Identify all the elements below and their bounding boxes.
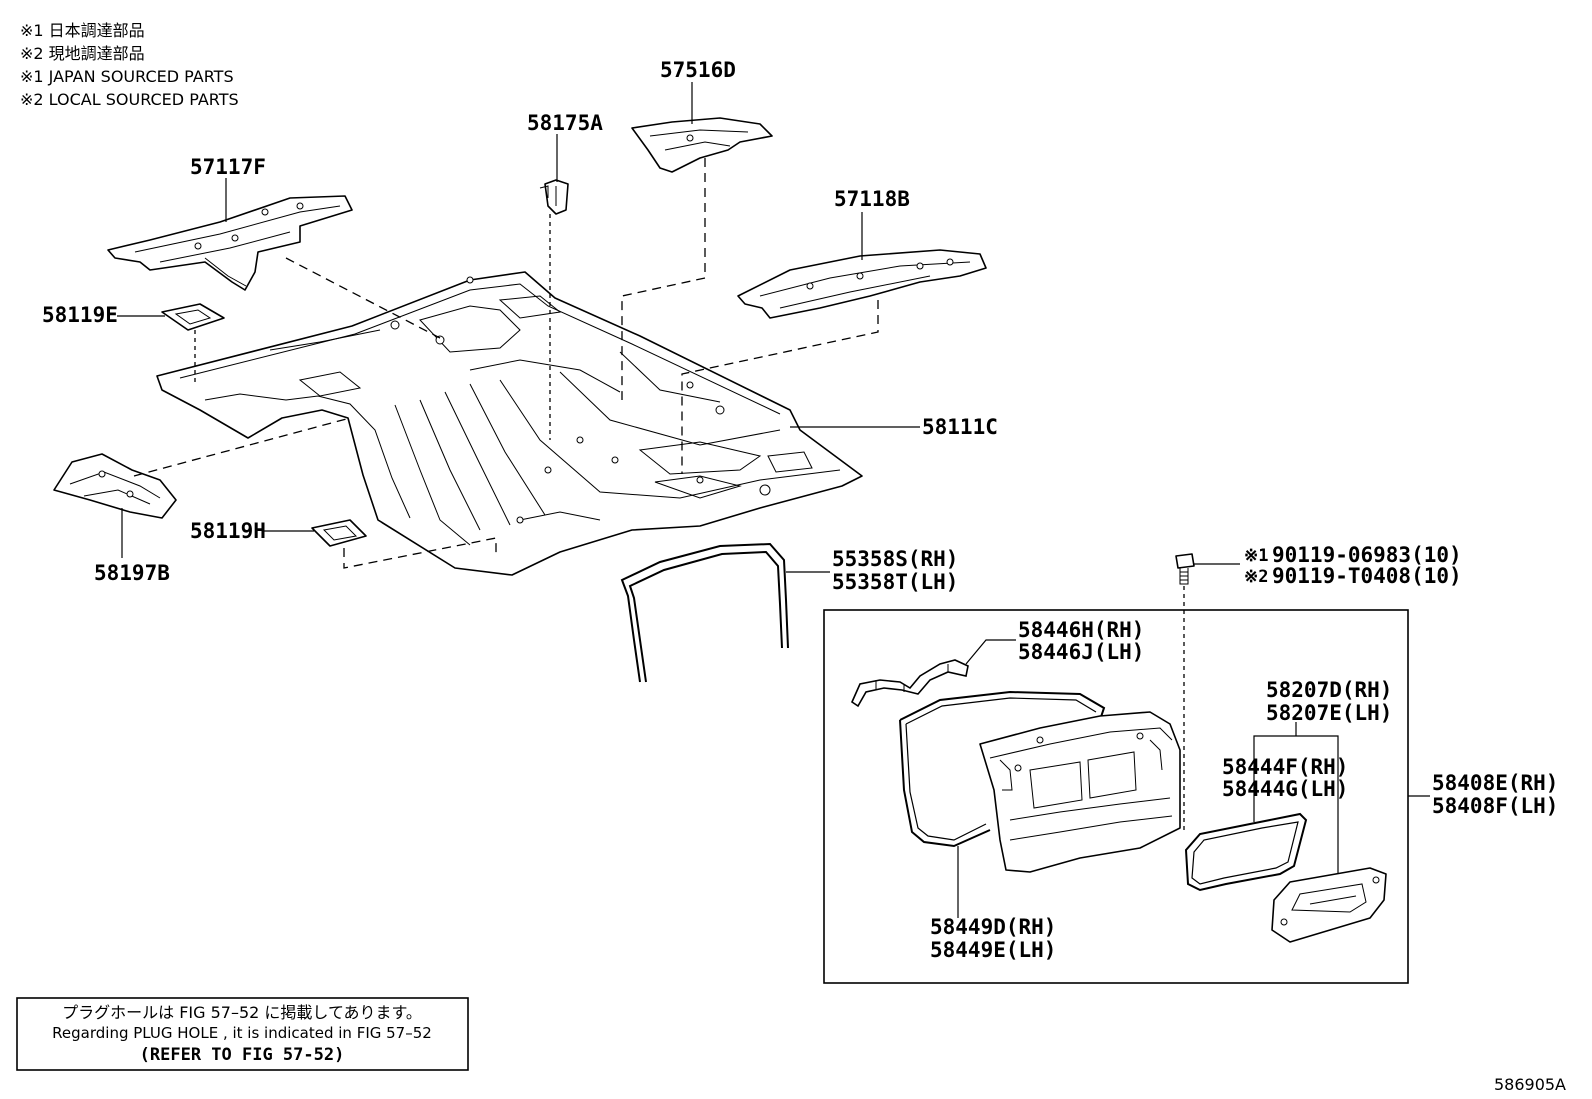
plug-note-refer: (REFER TO FIG 57-52) <box>140 1045 345 1065</box>
label-58444f: 58444F(RH) <box>1222 755 1348 779</box>
label-58449e: 58449E(LH) <box>930 938 1056 962</box>
label-57118b: 57118B <box>834 187 910 211</box>
floor-pan-58111c <box>156 271 863 576</box>
label-58207e: 58207E(LH) <box>1266 701 1392 725</box>
label-55358s: 55358S(RH) <box>832 547 958 571</box>
crossmember-57118b <box>737 249 987 319</box>
label-58111c: 58111C <box>922 415 998 439</box>
label-55358t: 55358T(LH) <box>832 570 958 594</box>
label-bolt-2: 90119-T0408(10) <box>1272 564 1462 588</box>
handle-tray <box>1271 867 1387 943</box>
legend-local-en: ※2 LOCAL SOURCED PARTS <box>20 90 239 109</box>
weatherstrip-55358 <box>620 542 789 683</box>
ring-58444 <box>1184 812 1308 892</box>
label-58446j: 58446J(LH) <box>1018 640 1144 664</box>
legend-local-jp: ※2 現地調達部品 <box>20 44 145 63</box>
label-58408e: 58408E(RH) <box>1432 771 1558 795</box>
label-57117f: 57117F <box>190 155 266 179</box>
label-58119e: 58119E <box>42 303 118 327</box>
clip-58175a <box>539 179 569 215</box>
leader-58207 <box>1253 722 1339 874</box>
bracket-58446 <box>850 659 969 708</box>
seal-58449 <box>899 690 1106 848</box>
plug-note-box <box>16 997 469 1071</box>
assembly-lines <box>133 158 879 569</box>
label-58408f: 58408F(LH) <box>1432 794 1558 818</box>
bolt-90119 <box>1175 553 1195 585</box>
label-57516d: 57516D <box>660 58 736 82</box>
label-58197b: 58197B <box>94 561 170 585</box>
lid-panel <box>979 711 1181 873</box>
plug-note-jp: プラグホールは FIG 57–52 に掲載してあります。 <box>62 1003 422 1022</box>
plug-note-en: Regarding PLUG HOLE , it is indicated in… <box>52 1024 432 1042</box>
label-58449d: 58449D(RH) <box>930 915 1056 939</box>
label-58444g: 58444G(LH) <box>1222 777 1348 801</box>
figure-id: 586905A <box>1494 1075 1566 1094</box>
label-58175a: 58175A <box>527 111 603 135</box>
plug-hole-note: プラグホールは FIG 57–52 に掲載してあります。 Regarding P… <box>16 997 469 1071</box>
patch-58119e <box>161 303 225 331</box>
label-58119h: 58119H <box>190 519 266 543</box>
bracket-57516d <box>631 117 773 173</box>
bracket-58197b <box>53 453 177 519</box>
label-58207d: 58207D(RH) <box>1266 678 1392 702</box>
label-bolt-1: 90119-06983(10) <box>1272 543 1462 567</box>
label-58446h: 58446H(RH) <box>1018 618 1144 642</box>
patch-58119h <box>311 519 367 547</box>
leader-58446 <box>965 639 1016 665</box>
legend-japan-jp: ※1 日本調達部品 <box>20 21 145 40</box>
crossmember-57117f <box>107 195 353 291</box>
sourcing-legend: ※1 日本調達部品 ※2 現地調達部品 ※1 JAPAN SOURCED PAR… <box>20 21 239 109</box>
bolt-mark-1: ※1 <box>1244 546 1268 566</box>
legend-japan-en: ※1 JAPAN SOURCED PARTS <box>20 67 234 86</box>
bolt-mark-2: ※2 <box>1244 567 1268 587</box>
